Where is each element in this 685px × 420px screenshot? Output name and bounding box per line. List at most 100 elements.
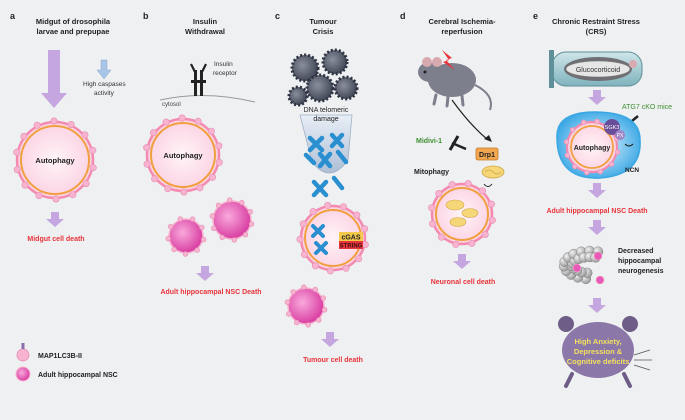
panel-e: e Chronic Restraint Stress (CRS) Glucoco…	[533, 11, 672, 388]
nsc-cell-b1	[209, 197, 255, 243]
lc3-marker-dot	[171, 246, 177, 253]
outcome-d: Neuronal cell death	[431, 279, 496, 286]
receptor-label-line1: Insulin	[214, 61, 233, 68]
autophagy-cell-c: cGAS STRING	[296, 201, 369, 275]
damage-label-line1: DNA telomeric	[304, 107, 349, 114]
lc3-marker-dot	[182, 251, 189, 257]
autophagy-cell-e: Autophagy	[563, 118, 621, 176]
panel-b-title-line2: Withdrawal	[185, 27, 225, 36]
lc3-marker-dot	[320, 295, 326, 301]
sting-box	[339, 241, 363, 249]
lc3-marker-dot	[196, 184, 204, 192]
drp1-box	[475, 147, 499, 161]
lc3-marker-dot	[339, 203, 347, 211]
lc3-marker-dot	[321, 307, 328, 313]
lc3-marker-dot	[361, 225, 369, 233]
lightning-icon	[442, 50, 455, 70]
mouse-icon-d	[418, 50, 492, 111]
sgk3-icon	[604, 119, 620, 135]
lc3-marker-dot	[35, 192, 43, 200]
lc3-marker-dot	[242, 232, 249, 238]
dentate-gyrus-icon	[558, 245, 605, 285]
chromosome-cluster	[303, 132, 349, 169]
lc3-marker-dot	[82, 180, 90, 188]
cgas-label: cGAS	[341, 235, 360, 242]
lc3-marker-dot	[209, 173, 217, 181]
anxiety-label-line3: Cognitive deficits	[567, 357, 630, 366]
lc3-marker-dot	[353, 211, 361, 219]
receptor-label-line2: receptor	[213, 70, 238, 77]
panel-letter-b: b	[143, 11, 149, 21]
ncn-cell: Autophagy SGK3 PX NCN	[556, 111, 641, 179]
panel-b-title-line1: Insulin	[193, 17, 218, 26]
lc3-marker-dot	[580, 119, 587, 126]
px-icon	[615, 130, 625, 140]
lc3-marker-dot	[316, 317, 322, 323]
arrow-e1	[588, 90, 606, 105]
lc3-marker-dot	[143, 144, 151, 152]
lc3-marker-dot	[33, 121, 41, 129]
lc3-marker-dot	[177, 216, 184, 222]
lc3-marker-dot	[594, 118, 600, 125]
lc3-marker-dot	[67, 121, 75, 129]
lc3-marker-dot	[211, 225, 217, 232]
anxiety-label-line2: Depression &	[574, 347, 623, 356]
lc3-marker-dot	[290, 289, 296, 295]
ncn-label: NCN	[625, 167, 639, 174]
cell-membrane-line	[159, 95, 256, 103]
lc3-marker-dot	[219, 234, 225, 241]
lc3-marker-dot	[572, 163, 578, 170]
neurogenesis-label-line2: hippocampal	[618, 258, 661, 265]
autophagy-cell-a: Autophagy	[13, 117, 97, 203]
lc3-marker-dot	[89, 164, 97, 172]
lc3-marker-dot	[247, 209, 253, 215]
lc3-markers-c	[296, 201, 369, 275]
lc3-marker-dot	[81, 131, 89, 139]
lc3-marker-dot	[301, 284, 307, 290]
panel-letter-c: c	[275, 11, 280, 21]
lc3-marker-dot	[231, 237, 238, 243]
lc3-markers-d	[428, 180, 496, 248]
mitophagy-label: Mitophagy	[414, 169, 449, 176]
lc3-marker-dot	[305, 322, 311, 328]
lc3-markers-b	[143, 114, 223, 196]
lc3-marker-dot	[20, 132, 28, 140]
lc3-marker-dot	[13, 166, 21, 174]
large-purple-arrow	[41, 50, 67, 108]
lc3-marker-dot	[207, 127, 215, 135]
mouse-icon-e	[558, 316, 652, 388]
lc3-marker-dot	[478, 187, 486, 195]
lc3-marker-dot	[299, 220, 307, 228]
lc3-marker-dot	[584, 169, 590, 176]
nsc-cell-b2	[165, 216, 207, 257]
insulin-receptor-icon	[190, 63, 207, 96]
drp1-label: Drp1	[479, 152, 495, 159]
autophagy-label-e: Autophagy	[574, 145, 611, 152]
legend: MAP1LC3B-II Adult hippocampal NSC	[15, 343, 118, 382]
lc3-marker-dot	[165, 236, 171, 242]
lc3-marker-dot	[194, 117, 202, 125]
lc3-marker-dot	[178, 114, 186, 122]
signal-arrowhead-d	[484, 135, 492, 142]
lc3-marker-dot	[50, 117, 58, 125]
lc3-marker-dot	[296, 235, 304, 243]
lc3-marker-dot	[294, 319, 300, 326]
nsc-markers-b2	[165, 216, 207, 257]
inhibitor-label: Midivi-1	[416, 138, 442, 145]
lc3-marker-dot	[194, 247, 200, 253]
panel-a-title-line2: larvae and prepupae	[37, 27, 110, 36]
panel-c-title-line2: Crisis	[313, 27, 334, 36]
mice-label: ATG7 cKO mice	[622, 104, 672, 111]
lc3-marker-dot	[608, 161, 615, 167]
lc3-marker-dot	[151, 175, 159, 183]
lc3-marker-dot	[312, 286, 318, 293]
inhibition-bar-icon	[448, 135, 467, 151]
autophagy-label-b: Autophagy	[163, 151, 203, 160]
lc3-marker-dot	[448, 181, 456, 189]
mitophagy-cell-d	[428, 180, 496, 248]
lc3-marker-dot	[309, 208, 317, 216]
legend-nsc-label: Adult hippocampal NSC	[38, 372, 118, 379]
lc3-marker-dot	[355, 255, 363, 263]
lc3-marker-dot	[180, 188, 188, 196]
glucocorticoid-label: Glucocorticoid	[576, 67, 620, 74]
